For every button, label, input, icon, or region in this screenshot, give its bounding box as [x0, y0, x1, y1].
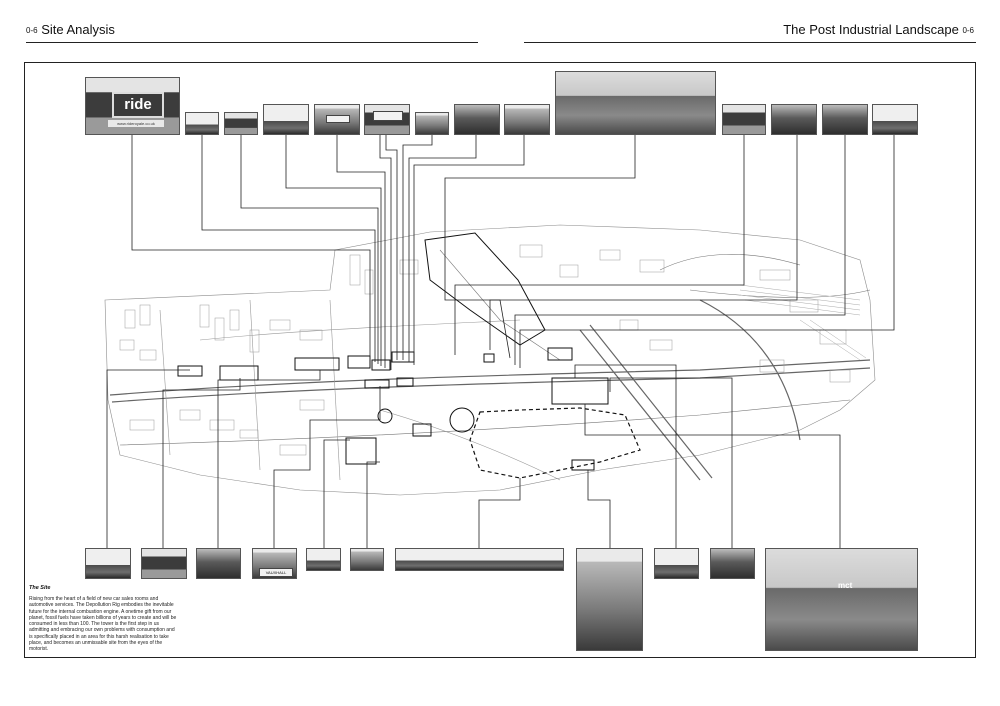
header-rule-left [26, 42, 478, 43]
photo-canopy [196, 548, 241, 579]
photo-small-sign [350, 548, 384, 571]
header-rule-right [524, 42, 976, 43]
map-linework [104, 224, 876, 496]
sign-panel [326, 115, 350, 123]
photo-road-junction [555, 71, 716, 135]
photo-yard [306, 548, 341, 571]
photo-mct-arena: mct [765, 548, 918, 651]
site-description: Rising from the heart of a field of new … [29, 596, 177, 653]
sign-panel [373, 111, 403, 121]
photo-car-lot [654, 548, 699, 579]
photo-sign-post [85, 548, 131, 579]
photo-showroom-1 [185, 112, 219, 135]
photo-service-sign [364, 104, 410, 135]
site-heading: The Site [29, 585, 51, 591]
photo-dealership-lot [872, 104, 918, 135]
photo-unit-entrance [504, 104, 550, 135]
section-title: Site Analysis [41, 22, 115, 37]
photo-ride-dealership: ride www.rideroyale.co.uk [85, 77, 180, 135]
header-right: The Post Industrial Landscape 0-6 [783, 22, 974, 39]
ride-url: www.rideroyale.co.uk [108, 120, 164, 127]
page-number-left: 0-6 [26, 26, 38, 35]
document-title: The Post Industrial Landscape [783, 22, 959, 37]
photo-workshop [454, 104, 500, 135]
highlighted-sites [177, 232, 609, 471]
photo-unit-sign [415, 112, 449, 135]
photo-forecourt [263, 104, 309, 135]
leader-lines [106, 115, 895, 548]
header-left: 0-6 Site Analysis [26, 22, 115, 39]
photo-pylon-sign [722, 104, 766, 135]
ride-logo: ride [112, 92, 164, 118]
vauxhall-sign: VAUXHALL [259, 568, 293, 577]
photo-panorama-wasteland [395, 548, 564, 571]
site-boundary [469, 407, 641, 479]
photo-showroom-2 [224, 112, 258, 135]
photo-honda-sign [822, 104, 868, 135]
photo-warehouse-wall [576, 548, 643, 651]
photo-vauxhall: VAUXHALL [252, 548, 297, 579]
figure-frame [24, 62, 976, 658]
photo-garage-front [314, 104, 360, 135]
page-number-right: 0-6 [962, 26, 974, 35]
photo-totem-sign [771, 104, 817, 135]
photo-ford-showroom [141, 548, 187, 579]
photo-roundel-sign [710, 548, 755, 579]
mct-sign: mct [838, 581, 853, 590]
